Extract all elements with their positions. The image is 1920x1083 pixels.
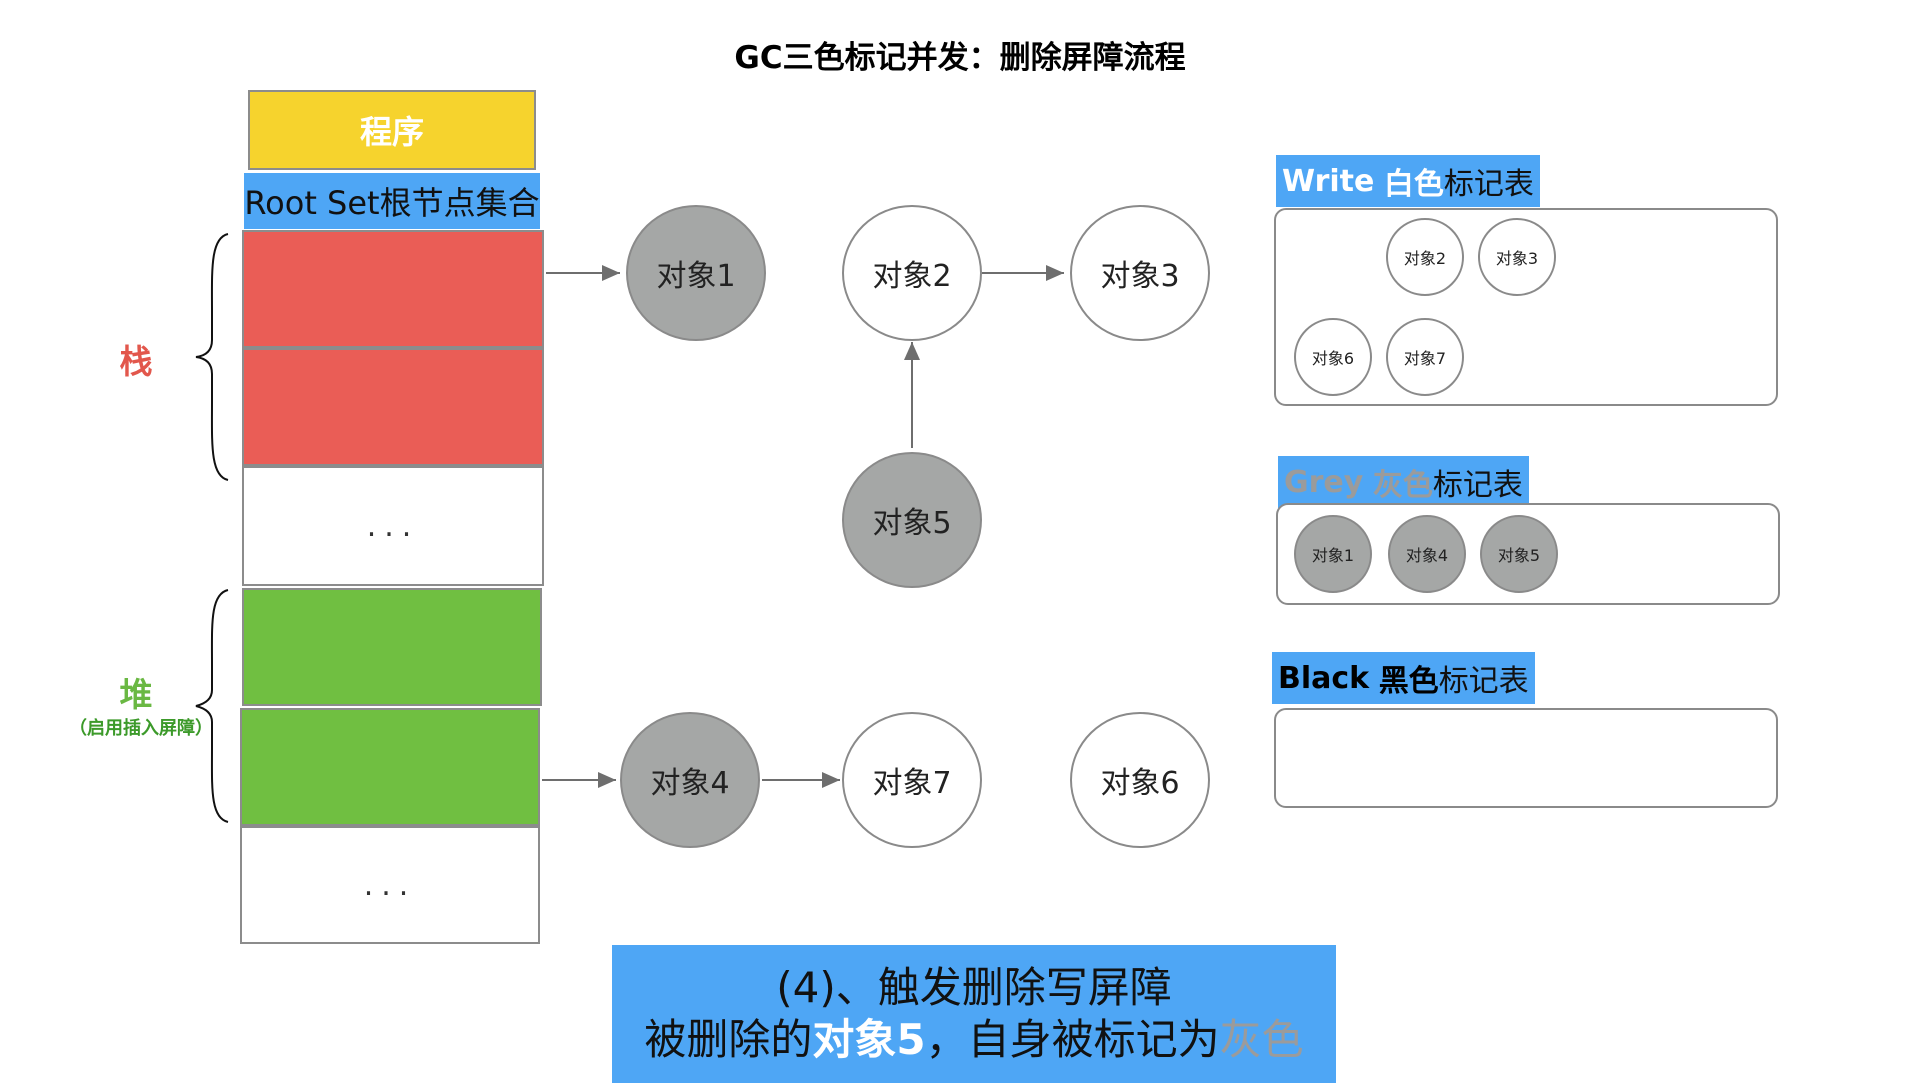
node-obj5: 对象5: [842, 452, 982, 588]
grey-table-title-suffix: 标记表: [1432, 468, 1523, 503]
grey-table-header: Grey 灰色标记表: [1278, 456, 1529, 508]
heap-slot-1: [242, 588, 542, 706]
node-obj1: 对象1: [626, 205, 766, 341]
white-item-obj2: 对象2: [1386, 218, 1464, 296]
white-table-title-suffix: 标记表: [1443, 167, 1534, 202]
heap-note: （启用插入屏障）: [69, 718, 213, 739]
white-table-title-color: 白色: [1383, 167, 1444, 202]
heap-label: 堆: [119, 675, 153, 714]
node-obj3: 对象3: [1070, 205, 1210, 341]
white-table-title-en: Write: [1282, 163, 1375, 199]
heap-brace-icon: [195, 589, 229, 823]
step-caption: (4)、触发删除写屏障 被删除的对象5，自身被标记为灰色: [612, 945, 1336, 1083]
caption-line-2-a: 被删除的: [644, 1015, 813, 1064]
diagram-title: GC三色标记并发：删除屏障流程: [734, 40, 1186, 76]
black-table-header: Black 黑色标记表: [1272, 652, 1535, 704]
caption-line-2-c: ，自身被标记为: [925, 1015, 1220, 1064]
grey-table-title-color: 灰色: [1372, 468, 1433, 503]
grey-table-box: 对象1 对象4 对象5: [1276, 503, 1780, 605]
node-obj4: 对象4: [620, 712, 760, 848]
caption-line-1: (4)、触发删除写屏障: [776, 962, 1172, 1012]
heap-ellipsis: ...: [240, 826, 540, 944]
white-item-obj7: 对象7: [1386, 318, 1464, 396]
node-obj7: 对象7: [842, 712, 982, 848]
white-table-header: Write 白色标记表: [1276, 155, 1540, 207]
caption-highlight-object: 对象5: [812, 1015, 926, 1064]
stack-slot-1: [242, 230, 544, 348]
caption-line-2: 被删除的对象5，自身被标记为灰色: [644, 1014, 1303, 1067]
root-set-label: Root Set根节点集合: [244, 173, 540, 229]
heap-slot-2: [240, 708, 540, 826]
grey-item-obj5: 对象5: [1480, 515, 1558, 593]
node-obj2: 对象2: [842, 205, 982, 341]
stack-slot-2: [242, 348, 544, 466]
white-item-obj6: 对象6: [1294, 318, 1372, 396]
stack-ellipsis: ...: [242, 466, 544, 586]
stack-label: 栈: [119, 342, 153, 381]
program-block: 程序: [248, 90, 536, 170]
grey-item-obj4: 对象4: [1388, 515, 1466, 593]
grey-table-title-en: Grey: [1284, 464, 1364, 500]
grey-item-obj1: 对象1: [1294, 515, 1372, 593]
black-table-box: [1274, 708, 1778, 808]
white-item-obj3: 对象3: [1478, 218, 1556, 296]
black-table-title-en: Black: [1278, 660, 1370, 696]
caption-highlight-grey: 灰色: [1219, 1015, 1304, 1064]
black-table-title-color: 黑色: [1378, 664, 1439, 699]
black-table-title-suffix: 标记表: [1438, 664, 1529, 699]
white-table-box: 对象2 对象3 对象6 对象7: [1274, 208, 1778, 406]
stack-brace-icon: [195, 233, 229, 481]
node-obj6: 对象6: [1070, 712, 1210, 848]
